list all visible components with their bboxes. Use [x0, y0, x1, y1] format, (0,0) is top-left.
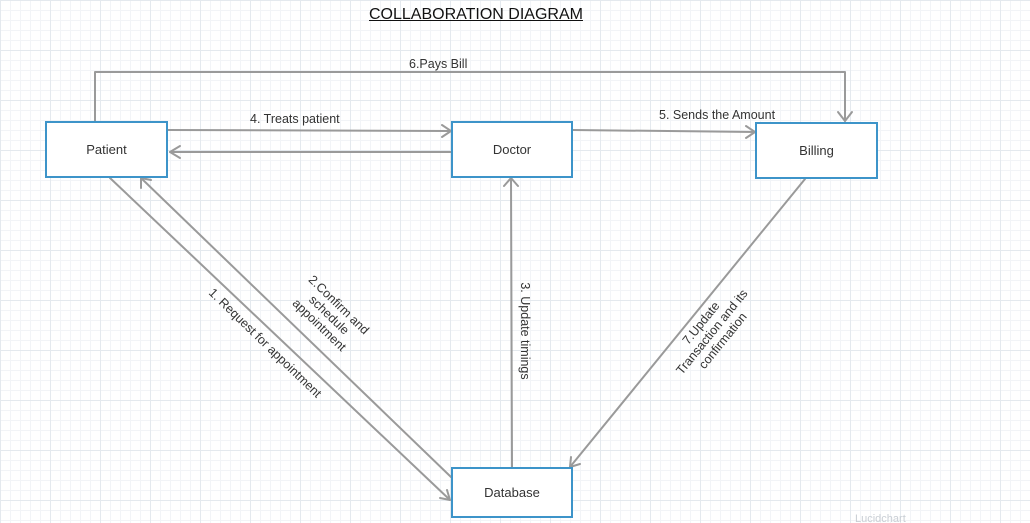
- connector-update-transaction: [569, 178, 806, 468]
- arrowhead-doctor-to-patient: [169, 145, 181, 159]
- connector-confirm-schedule: [140, 177, 452, 478]
- message-label-pays-bill: 6.Pays Bill: [409, 57, 468, 71]
- node-patient[interactable]: Patient: [45, 121, 168, 178]
- connector-sends-amount: [572, 129, 756, 133]
- connector-update-timings: [510, 177, 513, 468]
- diagram-title: COLLABORATION DIAGRAM: [369, 6, 583, 23]
- node-database-label: Database: [484, 485, 540, 500]
- arrowhead-update-timings: [503, 177, 519, 187]
- node-doctor-label: Doctor: [492, 142, 532, 157]
- node-database[interactable]: Database: [451, 467, 573, 518]
- node-billing-label: Billing: [799, 143, 834, 158]
- connector-request-appointment: [109, 177, 451, 501]
- message-label-sends-amount: 5. Sends the Amount: [659, 108, 776, 122]
- connector-treats-patient: [167, 129, 452, 132]
- node-patient-label: Patient: [86, 142, 127, 157]
- arrowhead-request-appointment: [439, 489, 451, 501]
- watermark: Lucidchart: [855, 513, 906, 523]
- node-billing[interactable]: Billing: [755, 122, 878, 179]
- message-label-treats-patient: 4. Treats patient: [250, 112, 340, 126]
- connector-pays-bill: [94, 71, 846, 122]
- arrowhead-pays-bill: [837, 111, 853, 122]
- arrowhead-confirm-schedule: [140, 177, 152, 189]
- message-label-update-timings: 3. Update timings: [518, 282, 532, 380]
- node-doctor[interactable]: Doctor: [451, 121, 573, 178]
